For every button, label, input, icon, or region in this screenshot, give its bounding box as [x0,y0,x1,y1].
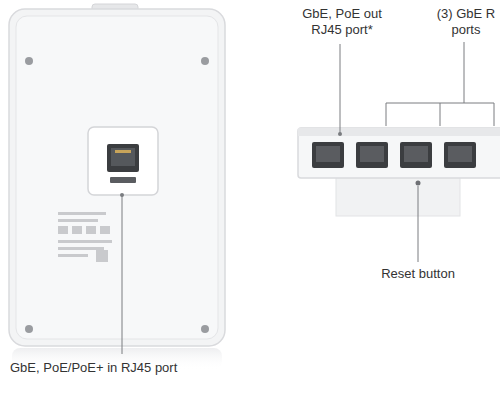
port-group-label: (3) GbE R ports [434,6,498,38]
button-label: Reset button [368,266,468,282]
port-label: GbE, PoE out RJ45 port* [294,6,390,38]
port-label: GbE, PoE/PoE+ in RJ45 port [10,360,230,376]
